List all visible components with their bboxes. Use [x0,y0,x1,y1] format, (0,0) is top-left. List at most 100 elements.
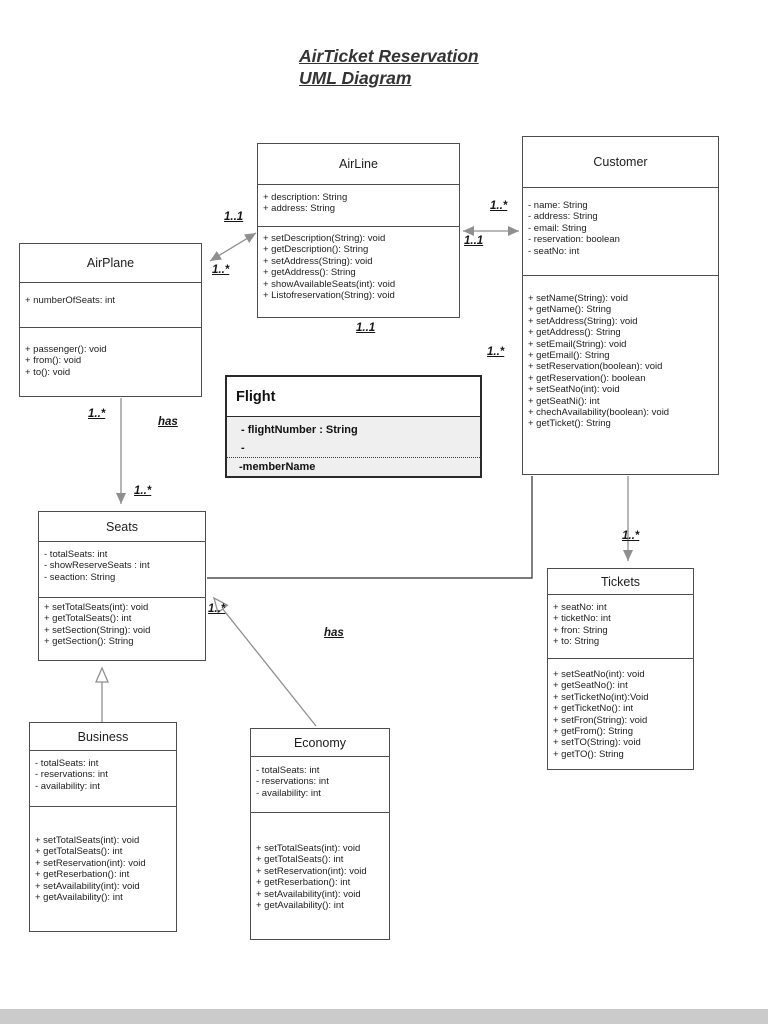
member-line: - totalSeats: int [44,549,108,560]
member-line: + setName(String): void [528,293,629,304]
member-line: + getReservation(): boolean [528,372,646,384]
class-seats: Seats - totalSeats: int- showReserveSeat… [38,511,206,661]
multiplicity-airline-customer-bottom: 1..1 [464,235,484,247]
class-airplane: AirPlane + numberOfSeats: int + passenge… [19,243,202,397]
class-customer: Customer - name: String- address: String… [522,136,719,475]
class-airplane-attributes: + numberOfSeats: int [20,283,201,328]
member-line: + to: String [553,636,600,648]
class-economy-methods: + setTotalSeats(int): void+ getTotalSeat… [251,813,389,939]
member-line: + setTicketNo(int):Void [553,691,649,703]
flight-dotted-divider [225,457,482,458]
member-line: + getTotalSeats(): int [44,613,132,625]
member-line: + setAvailability(int): void [35,880,140,892]
member-line: + getTicket(): String [528,418,611,430]
class-tickets-methods: + setSeatNo(int): void+ getSeatNo(): int… [548,659,693,769]
class-airline-attributes: + description: String+ address: String [258,185,459,227]
member-line: + getAvailability(): int [35,892,123,904]
member-line: - seaction: String [44,571,116,583]
member-line: + setDescription(String): void [263,233,386,244]
class-customer-title: Customer [523,137,718,188]
multiplicity-airplane-airline-top: 1..1 [224,211,244,223]
class-airline-methods: + setDescription(String): void+ getDescr… [258,227,459,317]
class-flight: Flight - flightNumber : String - -member… [225,375,482,478]
association-airplane-airline [209,232,257,262]
member-line: - reservation: boolean [528,234,620,246]
class-seats-methods: + setTotalSeats(int): void+ getTotalSeat… [39,598,205,660]
class-customer-methods: + setName(String): void+ getName(): Stri… [523,276,718,474]
member-line: + setSection(String): void [44,624,151,636]
member-line: + getAddress(): String [263,267,356,279]
member-line: + setReservation(boolean): void [528,361,663,373]
member-line: + setFron(String): void [553,714,648,726]
member-line: + description: String [263,192,348,203]
member-line: + Listofreservation(String): void [263,290,395,302]
class-flight-body: - flightNumber : String - -memberName [225,417,482,476]
member-line: - availability: int [35,780,100,792]
class-airplane-methods: + passenger(): void+ from(): void+ to():… [20,328,201,396]
class-tickets: Tickets + seatNo: int+ ticketNo: int+ fr… [547,568,694,770]
flight-attribute: - flightNumber : String [241,424,358,436]
member-line: + getAddress(): String [528,327,621,339]
page-bottom-edge [0,1009,768,1024]
flight-member-name: -memberName [239,461,316,473]
member-line: + setReservation(int): void [35,857,146,869]
diagram-title-line1: AirTicket Reservation [299,46,479,66]
member-line: - totalSeats: int [35,758,99,769]
class-economy: Economy - totalSeats: int- reservations:… [250,728,390,940]
member-line: - seatNo: int [528,245,580,257]
member-line: - totalSeats: int [256,765,320,776]
member-line: + chechAvailability(boolean): void [528,407,670,419]
member-line: + getSeatNo(): int [553,680,628,692]
member-line: + setTotalSeats(int): void [44,602,149,613]
member-line: + setEmail(String): void [528,338,627,350]
member-line: + address: String [263,203,336,215]
member-line: + getName(): String [528,304,612,316]
member-line: + seatNo: int [553,602,607,613]
diagram-title: AirTicket Reservation UML Diagram [299,46,479,89]
member-line: + setAvailability(int): void [256,888,361,900]
class-seats-title: Seats [39,512,205,542]
member-line: + getTicketNo(): int [553,703,634,715]
multiplicity-airline-bottom: 1..1 [356,322,376,334]
member-line: + setSeatNo(int): void [528,384,620,396]
member-line: + getTotalSeats(): int [256,854,344,866]
member-line: + setAddress(String): void [263,255,373,267]
class-tickets-attributes: + seatNo: int+ ticketNo: int+ fron: Stri… [548,595,693,659]
member-line: + getEmail(): String [528,350,610,362]
multiplicity-airline-customer-top: 1..* [490,200,508,212]
member-line: + setTO(String): void [553,737,641,749]
diagram-title-line2: UML Diagram [299,67,412,88]
member-line: + setAddress(String): void [528,315,638,327]
association-label-has-right: has [324,627,344,639]
member-line: - address: String [528,211,598,223]
member-line: + getSeatNi(): int [528,395,600,407]
class-customer-attributes: - name: String- address: String- email: … [523,188,718,276]
multiplicity-seats-economy: 1..* [208,603,226,615]
member-line: + getReserbation(): int [35,869,130,881]
member-line: + setTotalSeats(int): void [35,835,140,846]
member-line: + getSection(): String [44,636,134,648]
association-label-has-left: has [158,416,178,428]
member-line: + to(): void [25,366,71,378]
member-line: + setSeatNo(int): void [553,669,645,680]
flight-attribute-empty: - [241,442,245,454]
member-line: + getAvailability(): int [256,900,344,912]
member-line: - availability: int [256,787,321,799]
association-customer-seats [207,476,533,579]
member-line: - reservations: int [256,776,329,788]
member-line: + ticketNo: int [553,613,611,625]
generalization-economy-seats [212,596,317,727]
class-tickets-title: Tickets [548,569,693,595]
class-business: Business - totalSeats: int- reservations… [29,722,177,932]
multiplicity-customer-tickets: 1..* [622,530,640,542]
member-line: - name: String [528,200,588,211]
member-line: + getDescription(): String [263,244,369,256]
class-business-title: Business [30,723,176,751]
class-seats-attributes: - totalSeats: int- showReserveSeats : in… [39,542,205,598]
class-economy-attributes: - totalSeats: int- reservations: int- av… [251,757,389,813]
member-line: - showReserveSeats : int [44,560,150,572]
member-line: + getTotalSeats(): int [35,846,123,858]
member-line: + getTO(): String [553,748,624,760]
multiplicity-customer-left: 1..* [487,346,505,358]
